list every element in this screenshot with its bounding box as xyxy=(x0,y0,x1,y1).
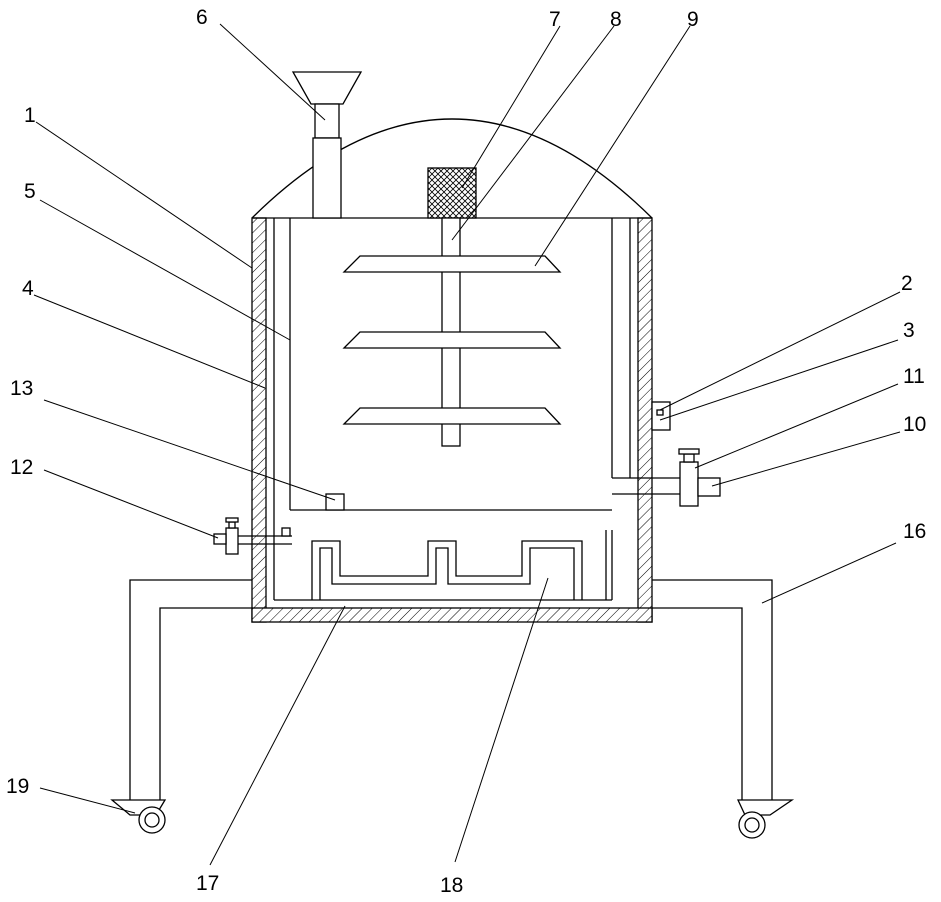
left-caster xyxy=(112,800,165,833)
callout-16: 16 xyxy=(903,520,926,543)
callout-12: 12 xyxy=(10,456,33,479)
callout-6: 6 xyxy=(196,6,208,29)
callout-10: 10 xyxy=(903,413,926,436)
callout-4: 4 xyxy=(22,277,34,300)
callout-2: 2 xyxy=(901,272,913,295)
callout-19: 19 xyxy=(6,775,29,798)
motor xyxy=(428,168,476,218)
callout-11: 11 xyxy=(903,365,925,388)
leader-lines xyxy=(34,24,900,865)
level-sensor xyxy=(326,494,344,510)
callout-8: 8 xyxy=(610,8,622,31)
callout-18: 18 xyxy=(440,874,463,897)
sensor-probe xyxy=(657,410,663,415)
callout-17: 17 xyxy=(196,872,219,895)
right-caster xyxy=(738,800,792,838)
discharge-valve xyxy=(612,449,720,506)
callout-1: 1 xyxy=(24,104,36,127)
callout-labels: 1 2 3 4 5 6 7 8 9 10 11 12 13 16 17 18 1… xyxy=(6,6,926,897)
callout-9: 9 xyxy=(687,8,699,31)
callout-5: 5 xyxy=(24,180,36,203)
callout-3: 3 xyxy=(903,319,915,342)
callout-7: 7 xyxy=(549,8,561,31)
heating-coil xyxy=(312,541,582,600)
callout-13: 13 xyxy=(10,377,33,400)
